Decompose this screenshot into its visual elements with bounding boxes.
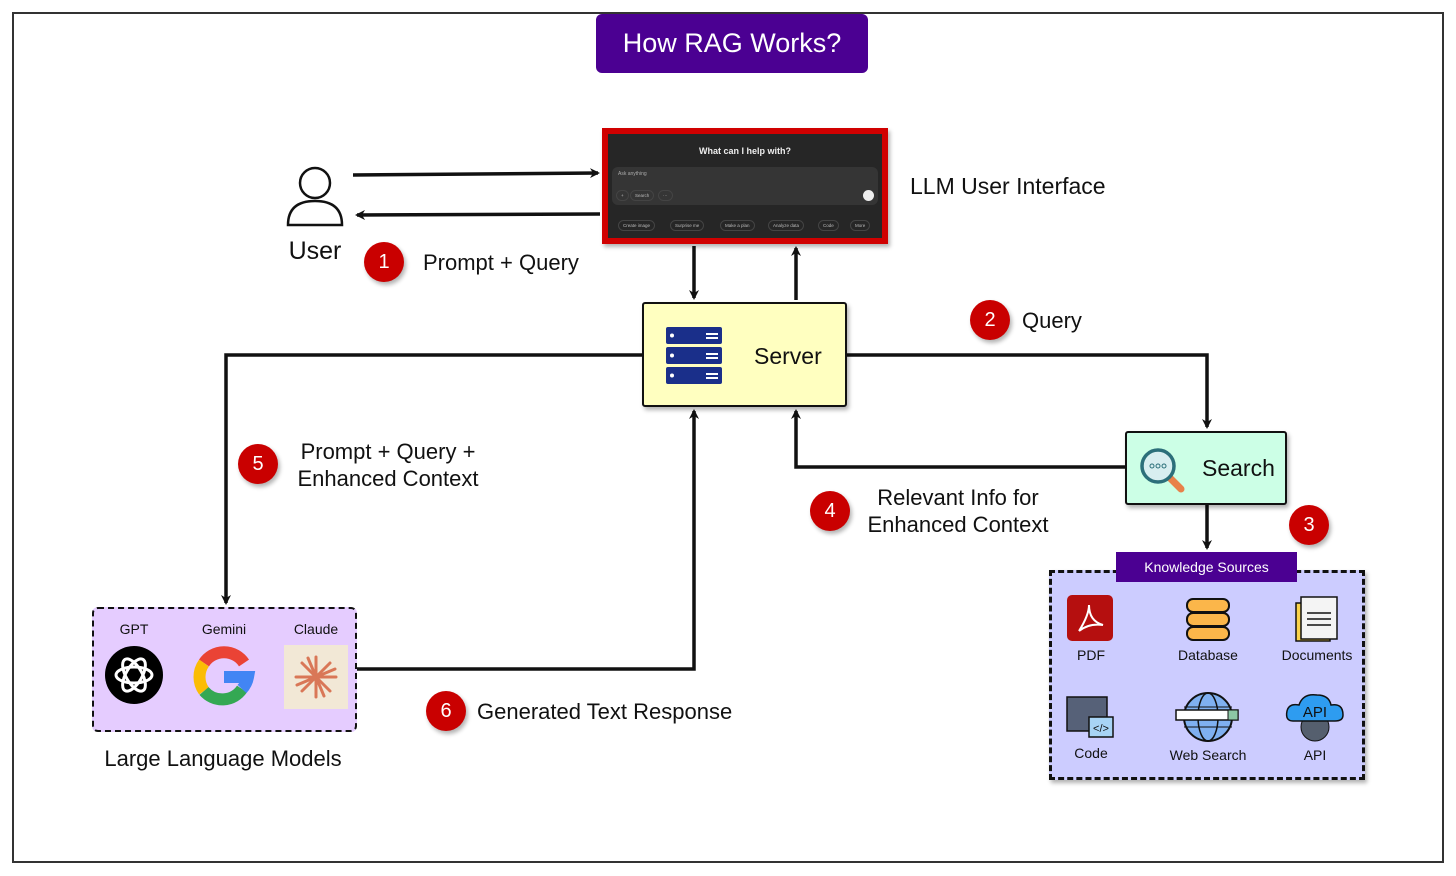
source-label: Web Search xyxy=(1169,747,1247,763)
llm-ui-screenshot: What can I help with? Ask anything + Sea… xyxy=(602,128,888,244)
source-pdf: PDF xyxy=(1041,595,1141,663)
arrow-server-to-llm xyxy=(221,353,642,605)
server-icon xyxy=(666,327,722,384)
ui-search-chip: Search xyxy=(630,190,655,201)
ui-action: Code xyxy=(818,220,839,231)
step-4-line2: Enhanced Context xyxy=(867,512,1049,537)
source-database: Database xyxy=(1158,595,1258,663)
step-6-label: Generated Text Response xyxy=(477,699,733,724)
source-label: Code xyxy=(1074,745,1108,761)
knowledge-sources-title: Knowledge Sources xyxy=(1116,552,1297,582)
step-badge-6: 6 xyxy=(426,691,466,731)
model-claude: Claude xyxy=(276,621,356,709)
ui-action: Surprise me xyxy=(670,220,705,231)
arrow-user-to-ui xyxy=(352,168,600,179)
arrow-search-to-server xyxy=(791,409,1125,469)
search-box: Search xyxy=(1125,431,1287,505)
source-label: Database xyxy=(1178,647,1238,663)
source-documents: Documents xyxy=(1267,595,1367,663)
claude-logo-icon xyxy=(284,645,348,709)
arrow-server-to-search xyxy=(847,353,1212,429)
step-5-line1: Prompt + Query + xyxy=(300,439,476,464)
web-search-icon xyxy=(1175,692,1239,742)
arrow-ui-to-user xyxy=(355,209,601,220)
ui-action: Analyze data xyxy=(768,220,805,231)
user-label: User xyxy=(288,237,342,265)
svg-text:</>: </> xyxy=(1093,723,1109,735)
step-5-line2: Enhanced Context xyxy=(297,466,479,491)
source-label: Documents xyxy=(1281,647,1353,663)
svg-text:API: API xyxy=(1303,704,1327,721)
arrow-llm-to-server xyxy=(357,409,699,671)
llm-panel-label: Large Language Models xyxy=(104,746,342,771)
server-box: Server xyxy=(642,302,847,407)
openai-logo-icon xyxy=(105,646,163,704)
step-badge-1: 1 xyxy=(364,242,404,282)
llm-ui-label: LLM User Interface xyxy=(910,173,1106,199)
database-icon xyxy=(1186,598,1230,641)
ui-action: More xyxy=(850,220,871,231)
step-1-label: Prompt + Query xyxy=(423,250,579,275)
diagram-title: How RAG Works? xyxy=(596,14,868,73)
model-label: Claude xyxy=(293,621,339,637)
source-code: </> Code xyxy=(1041,693,1141,761)
model-gpt: GPT xyxy=(94,621,174,705)
model-label: GPT xyxy=(119,621,149,637)
person-icon xyxy=(285,163,345,232)
ui-more-options: ··· xyxy=(658,190,673,201)
model-gemini: Gemini xyxy=(184,621,264,709)
step-4-label: Relevant Info for Enhanced Context xyxy=(858,484,1058,538)
model-label: Gemini xyxy=(201,621,247,637)
source-api: API API xyxy=(1265,691,1365,763)
ui-voice-button xyxy=(863,190,874,201)
ui-placeholder: Ask anything xyxy=(618,171,647,177)
google-logo-icon xyxy=(193,646,256,706)
step-badge-4: 4 xyxy=(810,491,850,531)
step-2-label: Query xyxy=(1022,308,1082,333)
ui-prompt-input: Ask anything + Search ··· xyxy=(612,167,878,205)
api-icon: API xyxy=(1285,693,1344,742)
step-4-line1: Relevant Info for xyxy=(877,485,1039,510)
step-badge-3: 3 xyxy=(1289,505,1329,545)
ui-action: Make a plan xyxy=(720,220,755,231)
server-label: Server xyxy=(754,343,822,369)
magnifier-icon xyxy=(1140,448,1185,493)
source-label: PDF xyxy=(1077,647,1105,663)
step-5-label: Prompt + Query + Enhanced Context xyxy=(288,438,488,492)
diagram-frame xyxy=(12,12,1444,863)
step-badge-2: 2 xyxy=(970,300,1010,340)
step-badge-5: 5 xyxy=(238,444,278,484)
source-web-search: Web Search xyxy=(1158,691,1258,763)
code-icon: </> xyxy=(1066,696,1114,738)
ui-action: Create image xyxy=(618,220,656,231)
source-label: API xyxy=(1303,747,1327,763)
pdf-icon xyxy=(1067,595,1113,641)
documents-icon xyxy=(1295,596,1338,642)
llm-panel: GPT Gemini Claude xyxy=(92,607,357,732)
knowledge-sources-panel: PDF Database Documents </> Code Web Sear… xyxy=(1049,570,1365,780)
ui-heading: What can I help with? xyxy=(699,146,791,156)
ui-plus-button: + xyxy=(616,190,629,201)
search-label: Search xyxy=(1202,455,1275,481)
